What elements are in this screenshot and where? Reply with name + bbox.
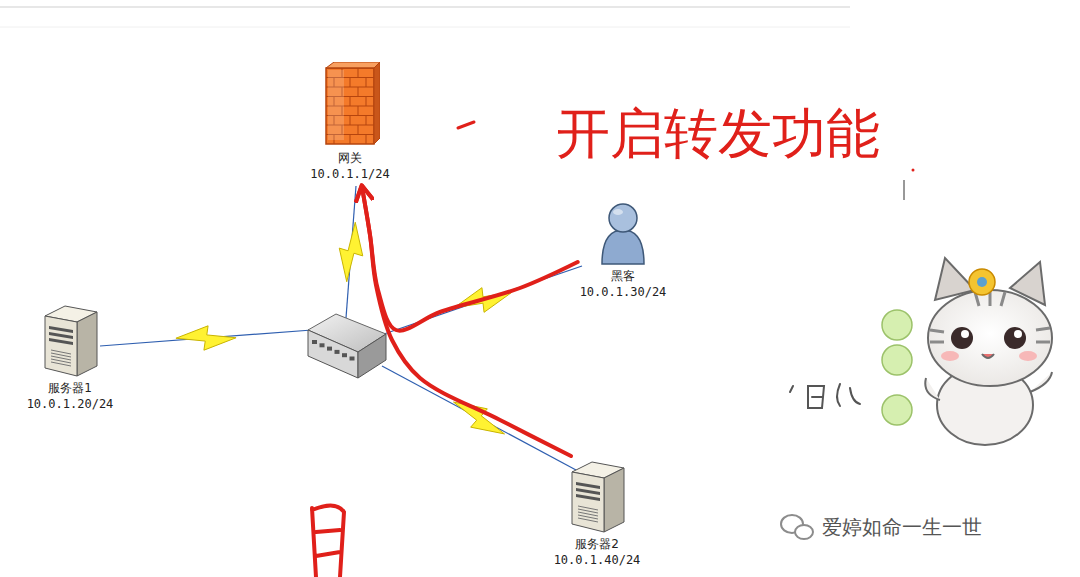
device-name: 服务器2 [575,536,619,552]
network-device: 服务器110.0.1.20/24 [27,302,114,412]
lightning-bolt [176,326,236,350]
device-name: 服务器1 [48,380,92,396]
network-links [100,186,582,470]
page-rule [0,27,850,28]
page-rule [0,7,850,8]
network-device: 黑客10.0.1.30/24 [580,200,667,300]
device-icon [39,302,101,380]
device-icon [566,458,628,536]
ip-address: 10.0.1.1/24 [310,166,389,182]
link-line [382,366,576,470]
scribble [312,505,344,577]
switch-port [312,340,317,344]
wechat-logo [781,515,813,539]
network-device: 网关10.0.1.1/24 [310,62,389,182]
device-name: 网关 [338,150,362,166]
forwarding-arrow [362,187,571,456]
switch-port [350,357,355,361]
switch-port [327,347,332,351]
forwarding-arrow [362,187,578,331]
ip-address: 10.0.1.40/24 [554,552,641,568]
device-icon [598,200,648,268]
ip-address: 10.0.1.30/24 [580,284,667,300]
lightning-bolt [339,222,362,282]
handwritten-note: 开启转发功能 [556,98,880,171]
scribble [458,122,474,128]
watermark: 爱婷如命一生一世 [822,514,982,541]
text-cursor [904,180,905,200]
network-device: 服务器210.0.1.40/24 [554,458,641,568]
switch-port [342,353,347,357]
switch-icon [308,314,386,378]
cat-sticker [882,258,1052,445]
scribble [790,384,860,408]
ip-address: 10.0.1.20/24 [27,396,114,412]
device-icon [320,62,380,150]
scribble [912,169,915,172]
device-name: 黑客 [611,268,635,284]
switch-port [335,350,340,354]
switch-port [320,343,325,347]
